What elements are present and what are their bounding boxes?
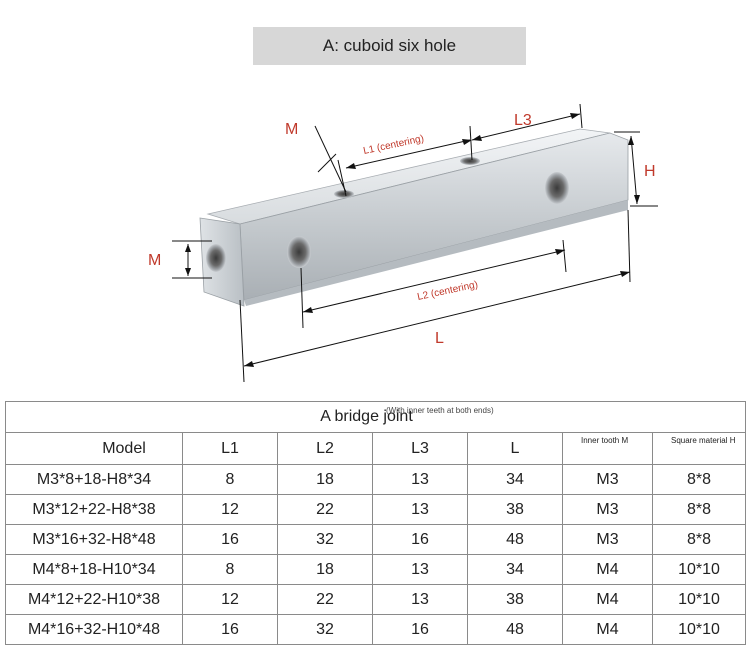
cell-l2: 22 xyxy=(277,584,373,615)
header-model: Model xyxy=(5,432,183,465)
cell-square-material: 8*8 xyxy=(651,464,747,495)
header-l: L xyxy=(467,432,563,465)
header-l1: L1 xyxy=(182,432,278,465)
cell-l: 48 xyxy=(467,614,563,645)
header-inner-tooth: Inner tooth M xyxy=(562,432,653,465)
cell-l2: 18 xyxy=(277,554,373,585)
cell-inner-tooth: M3 xyxy=(562,524,653,555)
cell-square-material: 10*10 xyxy=(651,554,747,585)
cell-inner-tooth: M4 xyxy=(562,614,653,645)
label-h: H xyxy=(644,163,656,180)
label-l1: L1 (centering) xyxy=(362,133,425,157)
cell-model: M4*12+22-H10*38 xyxy=(5,584,183,615)
cell-l1: 16 xyxy=(182,614,278,645)
cell-model: M4*8+18-H10*34 xyxy=(5,554,183,585)
dimension-arrows xyxy=(185,113,640,367)
cell-l1: 8 xyxy=(182,554,278,585)
table-note: (With inner teeth at both ends) xyxy=(386,406,494,415)
hole-front-left xyxy=(287,236,311,268)
cell-l3: 13 xyxy=(372,464,468,495)
cell-l2: 32 xyxy=(277,614,373,645)
cell-l3: 13 xyxy=(372,584,468,615)
cell-inner-tooth: M3 xyxy=(562,494,653,525)
hole-end-face xyxy=(206,244,226,272)
label-m-side: M xyxy=(148,252,161,269)
cell-l: 38 xyxy=(467,584,563,615)
cell-l1: 12 xyxy=(182,584,278,615)
cell-l: 34 xyxy=(467,554,563,585)
cell-inner-tooth: M4 xyxy=(562,554,653,585)
cell-l2: 22 xyxy=(277,494,373,525)
header-l3: L3 xyxy=(372,432,468,465)
table-title: A bridge joint xyxy=(320,408,413,425)
label-m-top: M xyxy=(285,121,298,138)
cell-inner-tooth: M3 xyxy=(562,464,653,495)
cell-l1: 16 xyxy=(182,524,278,555)
cuboid-diagram: M L1 (centering) L3 H M L2 (centering) L xyxy=(148,103,658,383)
cell-l1: 12 xyxy=(182,494,278,525)
hole-top-left xyxy=(334,190,354,198)
table-title-cell: A bridge joint (With inner teeth at both… xyxy=(4,401,747,433)
label-l: L xyxy=(435,330,444,347)
dimension-lines xyxy=(172,103,658,383)
cell-square-material: 10*10 xyxy=(651,614,747,645)
cell-l: 38 xyxy=(467,494,563,525)
cell-inner-tooth: M4 xyxy=(562,584,653,615)
header-square-material: Square material H xyxy=(651,432,747,465)
cell-l1: 8 xyxy=(182,464,278,495)
cell-model: M3*8+18-H8*34 xyxy=(5,464,183,495)
cell-l: 34 xyxy=(467,464,563,495)
label-l3: L3 xyxy=(514,112,532,129)
cell-model: M3*16+32-H8*48 xyxy=(5,524,183,555)
cell-model: M3*12+22-H8*38 xyxy=(5,494,183,525)
hole-top-right xyxy=(460,157,480,165)
cell-l3: 16 xyxy=(372,524,468,555)
page-title: A: cuboid six hole xyxy=(253,27,526,65)
cell-square-material: 8*8 xyxy=(651,494,747,525)
cell-l3: 13 xyxy=(372,494,468,525)
header-l2: L2 xyxy=(277,432,373,465)
spec-table: A bridge joint (With inner teeth at both… xyxy=(4,401,747,645)
hole-front-right xyxy=(545,172,569,204)
cell-square-material: 8*8 xyxy=(651,524,747,555)
aluminum-bar xyxy=(199,128,629,307)
cell-square-material: 10*10 xyxy=(651,584,747,615)
cell-l2: 32 xyxy=(277,524,373,555)
cell-model: M4*16+32-H10*48 xyxy=(5,614,183,645)
bar-front-face-lower xyxy=(244,200,628,306)
cell-l2: 18 xyxy=(277,464,373,495)
cell-l3: 13 xyxy=(372,554,468,585)
cell-l3: 16 xyxy=(372,614,468,645)
cell-l: 48 xyxy=(467,524,563,555)
